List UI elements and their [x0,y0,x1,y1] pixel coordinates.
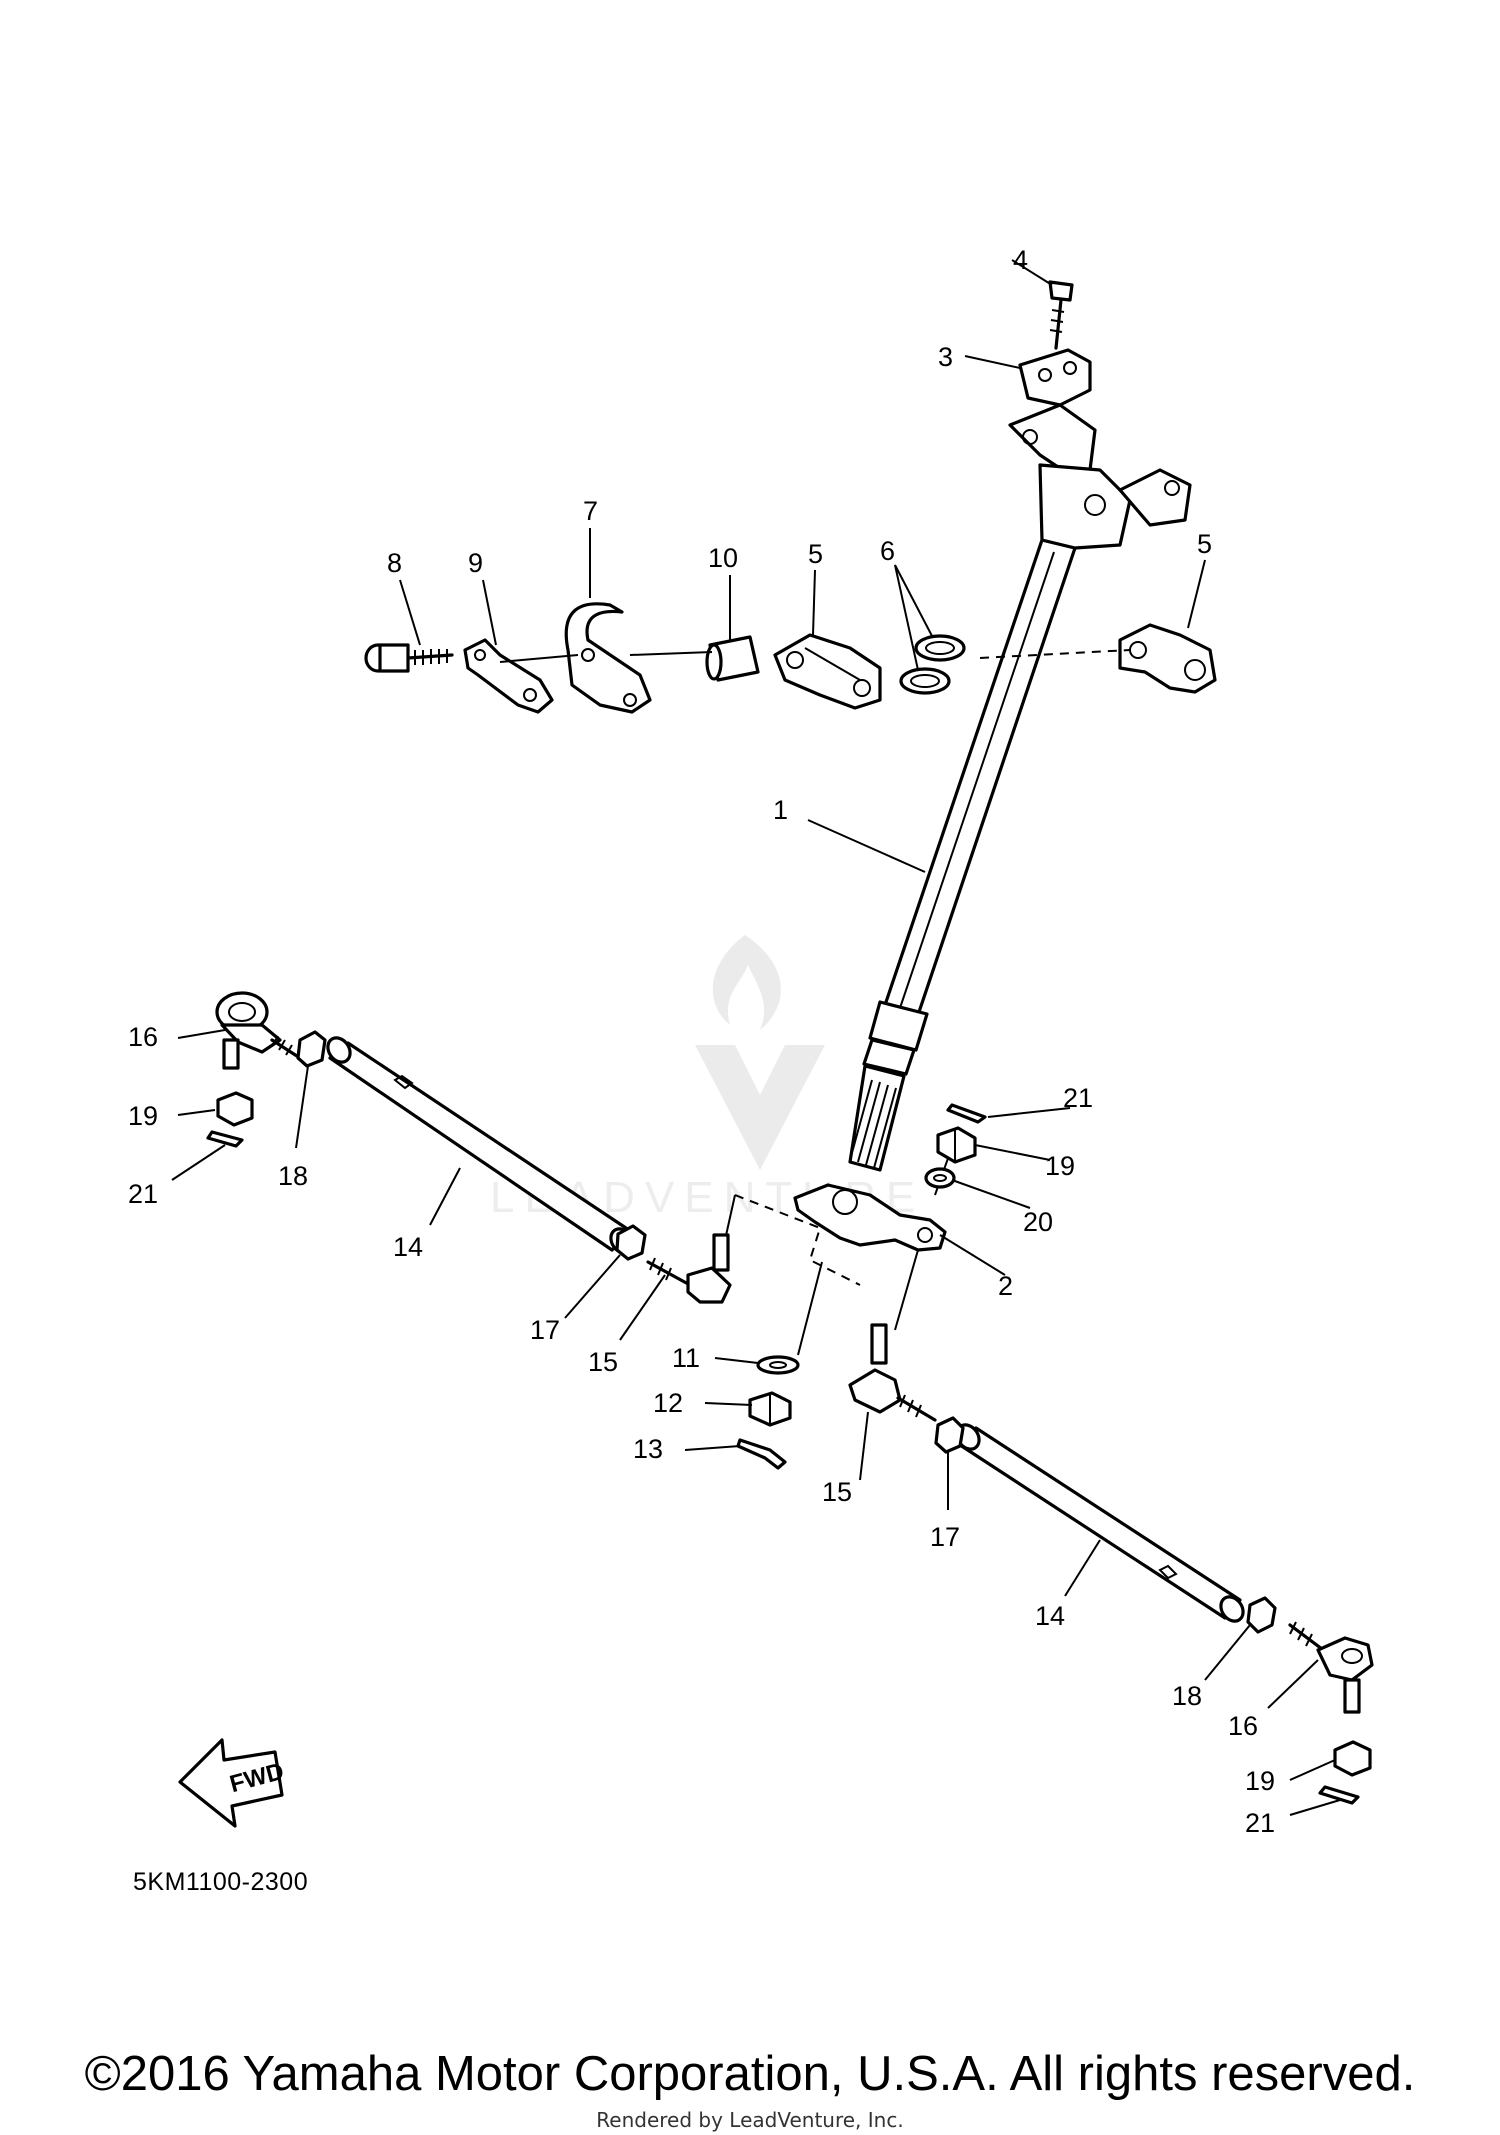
callout-15: 15 [822,1477,852,1507]
callout-8: 8 [387,548,402,578]
castle-nut [748,1391,792,1427]
tie-rod-end-left-inner [646,1233,732,1304]
pitman-arm [793,1183,947,1252]
leader-lines [171,259,1341,1816]
cotter-pin-right-upper [946,1103,987,1124]
callout-9: 9 [468,548,483,578]
steering-stopper-plate [564,602,652,714]
callout-2: 2 [998,1271,1013,1301]
tie-rod-end-left-outer [215,991,302,1070]
watermark-logo: LEADVENTURE [490,935,915,1222]
tie-rod-end-right-inner [848,1323,937,1422]
lock-nut-left-inner [615,1224,647,1261]
callout-17: 17 [930,1522,960,1552]
rendered-by-notice: Rendered by LeadVenture, Inc. [596,2108,904,2132]
lock-nut-left-outer [296,1030,327,1068]
callout-7: 7 [583,496,598,526]
washer [756,1355,800,1375]
diagram-code: 5KM1100-2300 [133,1868,309,1896]
copyright-notice: ©2016 Yamaha Motor Corporation, U.S.A. A… [84,2047,1416,2101]
castle-nut-left [216,1091,254,1127]
callout-11: 11 [672,1343,700,1373]
tie-rod-left [326,1036,635,1255]
steering-column [848,403,1192,1172]
callout-21: 21 [128,1179,158,1209]
lock-nut-right-inner [934,1416,965,1454]
column-holder-bolt [1048,280,1074,350]
castle-nut-right-upper [936,1126,977,1164]
stopper-bolt [364,643,454,673]
callout-14: 14 [1035,1601,1065,1631]
callout-3: 3 [938,342,953,372]
washer-right-upper [924,1167,956,1189]
column-bushings [899,634,966,695]
callout-12: 12 [653,1388,683,1418]
column-holder-right [1118,623,1217,694]
callout-15: 15 [588,1347,618,1377]
callout-17: 17 [530,1315,560,1345]
callout-18: 18 [1172,1681,1202,1711]
callout-19: 19 [1045,1151,1075,1181]
upper-column-holder [1018,348,1092,407]
forward-arrow-icon: FWD [178,1738,287,1828]
cotter-pin-right-lower [1318,1785,1360,1805]
castle-nut-right-lower [1333,1740,1372,1777]
callout-10: 10 [708,543,738,573]
lock-nut-right-outer [1246,1596,1277,1634]
callout-6: 6 [880,536,895,566]
lock-washer [463,638,554,714]
callout-13: 13 [633,1434,663,1464]
cotter-pin-left [206,1130,244,1148]
cotter-pin [736,1438,787,1470]
callout-16: 16 [1228,1711,1258,1741]
tie-rod-end-right-outer [1288,1621,1374,1714]
callout-21: 21 [1245,1808,1275,1838]
callout-1: 1 [773,795,788,825]
tie-rod-right [955,1423,1245,1623]
callouts: 1 2 3 4 5 5 6 7 8 9 10 11 12 13 14 14 15… [128,245,1275,1838]
callout-19: 19 [1245,1766,1275,1796]
callout-19: 19 [128,1101,158,1131]
callout-18: 18 [278,1161,308,1191]
callout-4: 4 [1013,245,1028,275]
column-holder-left [773,633,882,710]
callout-20: 20 [1023,1207,1053,1237]
callout-21: 21 [1063,1083,1093,1113]
collar [705,635,760,682]
callout-14: 14 [393,1232,423,1262]
callout-16: 16 [128,1022,158,1052]
callout-5: 5 [808,539,823,569]
callout-5: 5 [1197,529,1212,559]
